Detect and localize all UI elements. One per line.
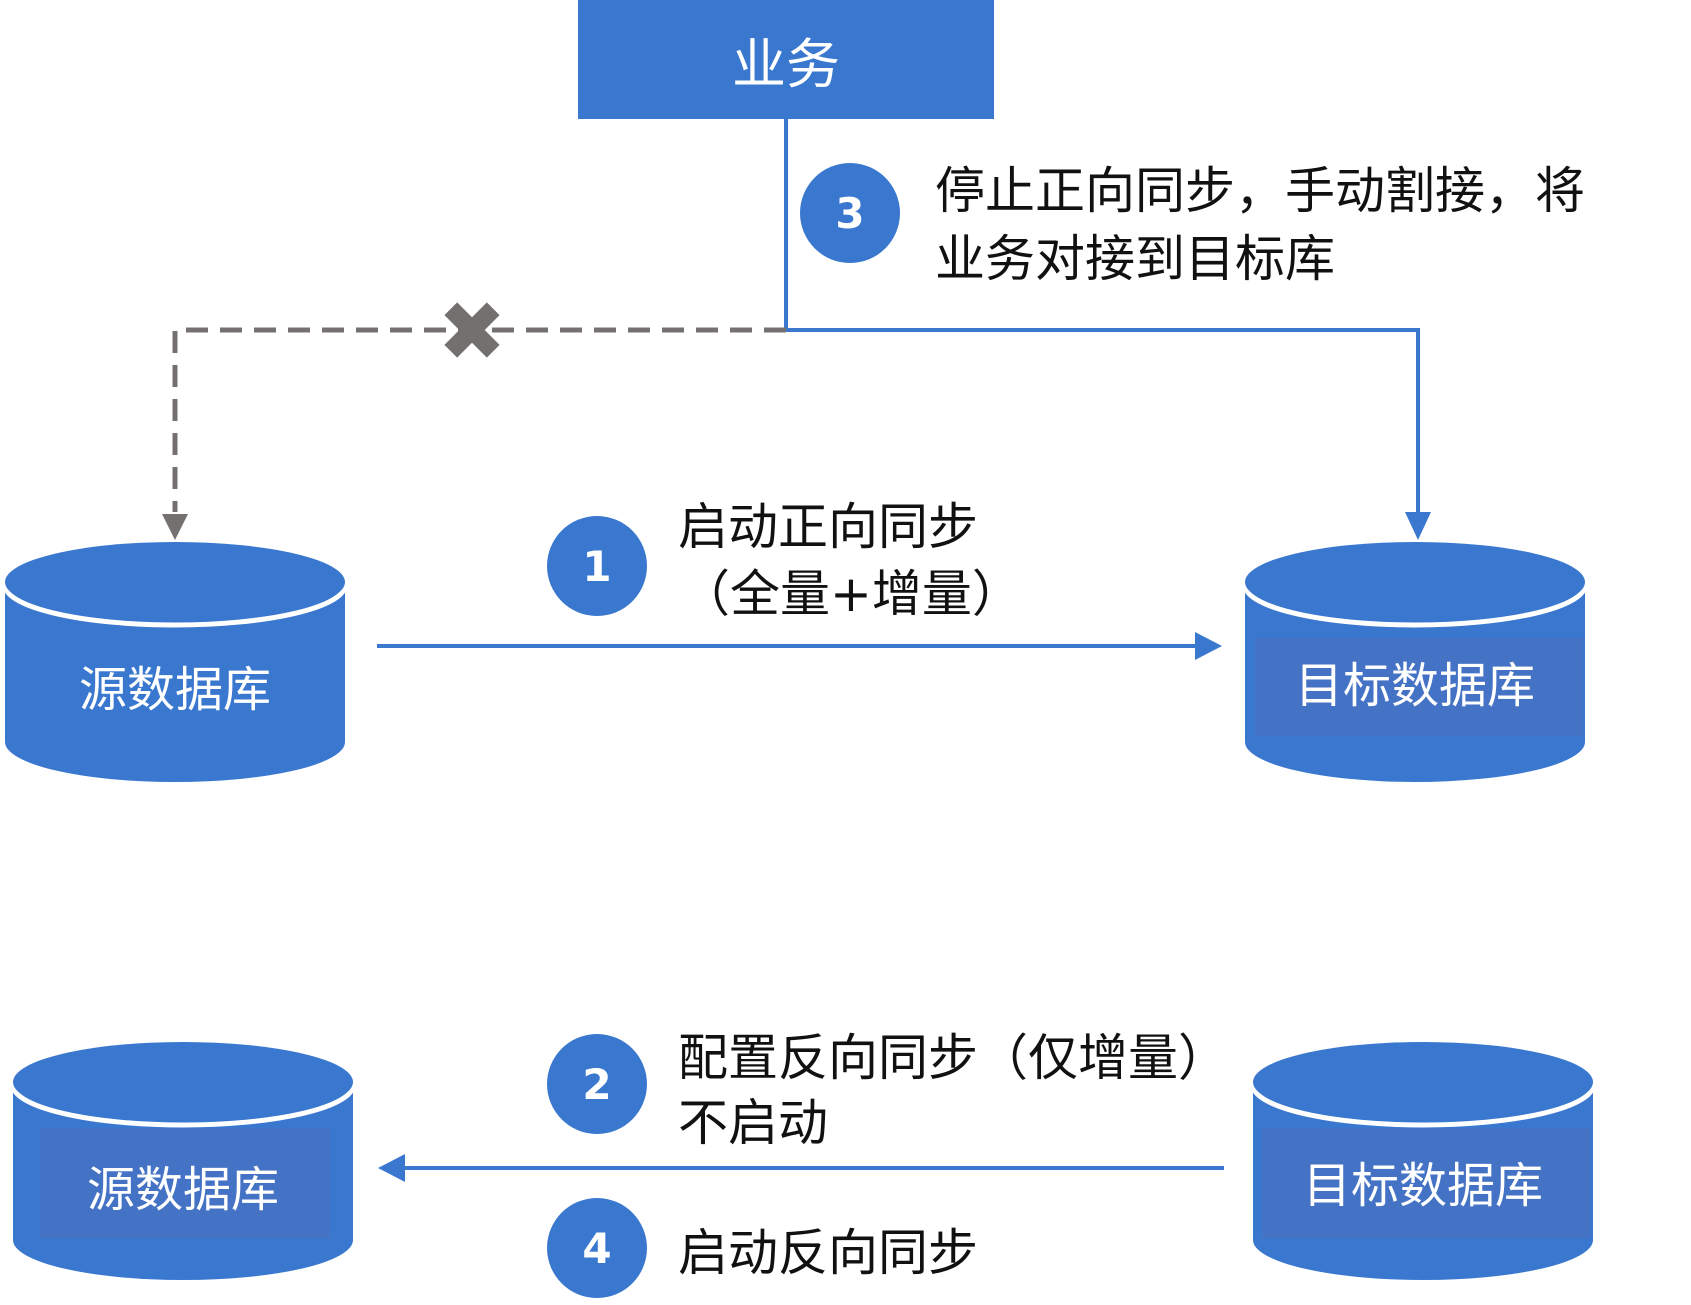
step-4-text: 启动反向同步 [678, 1224, 978, 1282]
step-1-text-line-2: （全量+增量） [680, 565, 1022, 623]
step-3-text-line-2: 业务对接到目标库 [935, 230, 1335, 288]
source-arrowhead [162, 514, 188, 540]
target-arrowhead [1405, 512, 1431, 540]
forward-sync-arrowhead [1195, 632, 1222, 660]
step-4-badge: 4 [547, 1198, 647, 1298]
business-to-target-line [786, 328, 1420, 512]
step-1-badge: 1 [547, 516, 647, 616]
reverse-sync-arrowhead [378, 1154, 405, 1182]
disconnect-x-icon [444, 302, 500, 358]
business-label: 业务 [732, 33, 840, 96]
bottom-source-db-label: 源数据库 [86, 1162, 279, 1218]
top-source-db-label: 源数据库 [78, 662, 271, 718]
bottom-source-database-cylinder [10, 1042, 356, 1280]
bottom-target-db-label: 目标数据库 [1302, 1158, 1543, 1214]
step-2-text-line-1: 配置反向同步（仅增量） [678, 1029, 1228, 1087]
business-to-source-dashed-line [172, 327, 786, 512]
step-1-text-line-1: 启动正向同步 [678, 498, 978, 556]
top-source-database-cylinder [2, 542, 348, 782]
top-target-db-label: 目标数据库 [1294, 658, 1535, 714]
business-box: 业务 [578, 0, 994, 119]
step-3-badge: 3 [800, 163, 900, 263]
step-2-text-line-2: 不启动 [678, 1094, 828, 1152]
step-3-text-line-1: 停止正向同步，手动割接，将 [935, 162, 1585, 220]
top-target-database-cylinder [1242, 542, 1588, 782]
step-2-badge: 2 [547, 1034, 647, 1134]
bottom-target-database-cylinder [1250, 1042, 1596, 1280]
